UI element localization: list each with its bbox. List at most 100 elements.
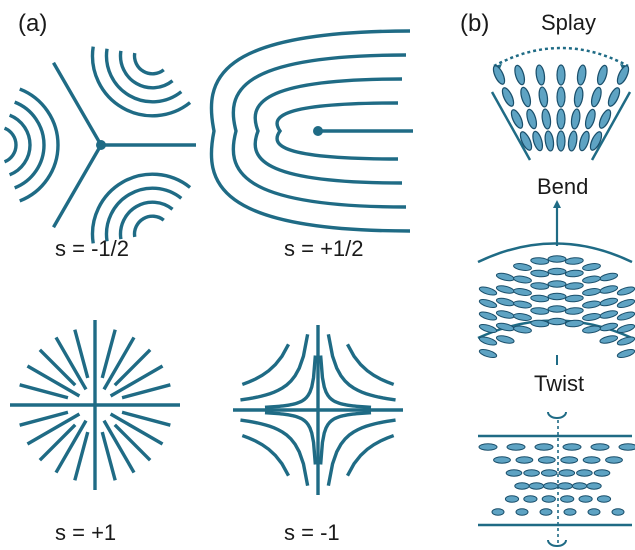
bend-molecule bbox=[582, 313, 601, 321]
caption-plus-one: s = +1 bbox=[55, 520, 117, 545]
bend-molecule bbox=[564, 269, 584, 278]
twist-molecule bbox=[478, 443, 498, 451]
splay-molecule bbox=[501, 87, 515, 107]
twist-molecule bbox=[504, 495, 520, 503]
twist-molecule bbox=[537, 456, 556, 464]
bend-molecule bbox=[599, 310, 619, 319]
plus-one-radial-line bbox=[113, 348, 152, 387]
twist-molecule bbox=[523, 495, 538, 503]
bend-molecule bbox=[495, 285, 515, 294]
bend-molecule bbox=[547, 280, 567, 288]
splay-molecule bbox=[590, 86, 602, 108]
minus-half-radial-line bbox=[52, 61, 103, 146]
splay-molecule bbox=[573, 86, 584, 108]
splay-molecule bbox=[492, 65, 506, 85]
plus-one-radial-line bbox=[121, 383, 171, 400]
splay-molecule bbox=[556, 64, 566, 86]
plus-half-arc-line bbox=[209, 29, 411, 233]
minus-one-hyperbola-line bbox=[326, 334, 396, 402]
twist-molecule bbox=[557, 482, 573, 490]
bend-molecule bbox=[582, 325, 601, 334]
plus-one-radial-line bbox=[113, 423, 152, 462]
splay-left-wall bbox=[490, 91, 532, 161]
bend-molecule bbox=[530, 294, 550, 303]
bend-molecule bbox=[599, 297, 619, 307]
plus-one-radial-line bbox=[38, 423, 77, 462]
plus-half-arc-line bbox=[231, 53, 407, 209]
bend-molecule bbox=[513, 300, 532, 309]
bend-molecule bbox=[582, 275, 601, 284]
minus-half-radial-line bbox=[52, 144, 103, 229]
bend-molecule bbox=[582, 300, 601, 309]
bend-molecule bbox=[616, 286, 635, 296]
minus-one-hyperbola-line bbox=[345, 433, 395, 477]
minus-half-arc-line bbox=[19, 87, 60, 203]
splay-molecule bbox=[584, 108, 596, 130]
caption-minus-one: s = -1 bbox=[284, 520, 340, 545]
plus-one-radial-line bbox=[26, 412, 81, 446]
splay-molecule bbox=[567, 130, 578, 152]
minus-half-arc-line bbox=[90, 172, 192, 244]
bend-top-wall bbox=[477, 242, 633, 264]
twist-molecule bbox=[514, 482, 530, 490]
twist-rotation-arrow-bottom bbox=[547, 539, 567, 547]
minus-half-core-dot bbox=[96, 140, 106, 150]
bend-molecule bbox=[547, 267, 567, 276]
plus-one-radial-line bbox=[73, 329, 90, 379]
twist-molecule bbox=[590, 443, 610, 451]
bend-molecule bbox=[616, 323, 635, 334]
twist-molecule bbox=[539, 508, 553, 516]
twist-molecule bbox=[515, 508, 529, 516]
plus-one-radial-line bbox=[73, 431, 90, 481]
bend-molecule bbox=[513, 263, 532, 271]
minus-one-hyperbola-line bbox=[318, 411, 372, 465]
plus-half-arc-line bbox=[275, 101, 399, 161]
splay-molecule bbox=[541, 108, 552, 130]
bend-molecule bbox=[547, 292, 567, 301]
twist-molecule bbox=[541, 495, 556, 503]
twist-rotation-arrow-top bbox=[547, 411, 567, 419]
twist-molecule bbox=[515, 456, 534, 464]
splay-molecule bbox=[596, 64, 608, 86]
splay-right-wall bbox=[590, 91, 632, 161]
plus-one-radial-line bbox=[54, 336, 88, 391]
splay-molecule bbox=[607, 87, 621, 107]
bend-molecule bbox=[495, 272, 515, 282]
label-twist: Twist bbox=[534, 371, 585, 396]
splay-molecule bbox=[535, 64, 546, 86]
bend-molecule bbox=[547, 317, 567, 326]
plus-one-radial-line bbox=[100, 329, 117, 379]
bend-molecule bbox=[513, 288, 532, 296]
minus-one-hyperbola-line bbox=[264, 411, 318, 465]
minus-half-arc-line bbox=[8, 113, 32, 177]
splay-molecule bbox=[556, 108, 566, 130]
minus-half-arc-line bbox=[90, 46, 192, 118]
splay-molecule bbox=[544, 130, 555, 152]
minus-half-arc-line bbox=[118, 200, 174, 240]
caption-plus-half: s = +1/2 bbox=[284, 236, 364, 261]
minus-one-hyperbola-line bbox=[240, 334, 310, 402]
minus-one-hyperbola-line bbox=[345, 343, 395, 387]
splay-molecule bbox=[520, 86, 532, 108]
splay-molecule bbox=[616, 65, 630, 85]
bend-molecule bbox=[564, 257, 584, 265]
bend-molecule bbox=[564, 319, 584, 328]
plus-one-radial-line bbox=[121, 410, 171, 427]
twist-molecule bbox=[540, 469, 558, 477]
label-bend: Bend bbox=[537, 174, 589, 199]
bend-molecule bbox=[564, 307, 584, 315]
splay-molecule bbox=[570, 108, 581, 130]
bend-molecule bbox=[599, 272, 619, 282]
twist-molecule bbox=[578, 495, 593, 503]
bend-molecule bbox=[478, 336, 498, 346]
bend-molecule bbox=[513, 325, 532, 334]
twist-molecule bbox=[505, 469, 523, 477]
plus-one-radial-line bbox=[38, 348, 77, 387]
bend-molecule bbox=[599, 335, 619, 344]
splay-molecule bbox=[556, 130, 566, 152]
twist-molecule bbox=[586, 482, 602, 490]
splay-molecule bbox=[514, 64, 526, 86]
twist-molecule bbox=[558, 469, 576, 477]
twist-molecule bbox=[560, 495, 575, 503]
